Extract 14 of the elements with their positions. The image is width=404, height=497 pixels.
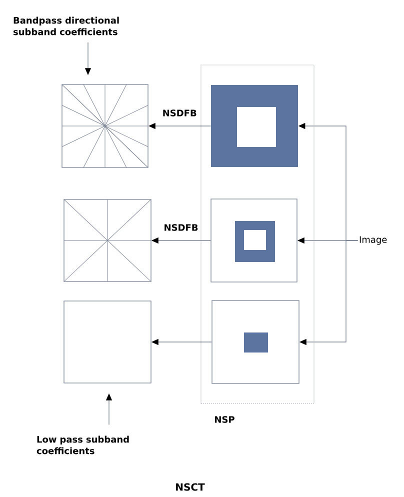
node-label: NSP [215, 416, 234, 423]
dashed-frame: NSP [200, 64, 314, 423]
directional-subband-drawing [62, 84, 148, 168]
title: NSCT [176, 483, 205, 491]
caption-text: Bandpass directional subband coefficients [13, 16, 119, 36]
pyramid-level-drawing [210, 198, 298, 282]
caption-text: Image [360, 236, 387, 245]
pyramid-level-drawing [212, 300, 300, 384]
lowpass-subband-box [64, 300, 152, 384]
edge-label: NSDFB [161, 108, 198, 118]
pyramid-level-drawing [211, 85, 298, 167]
directional-subband-drawing [64, 199, 152, 282]
edge-label: NSDFB [162, 223, 200, 232]
caption-text: Low pass subband coefficients [36, 436, 129, 454]
